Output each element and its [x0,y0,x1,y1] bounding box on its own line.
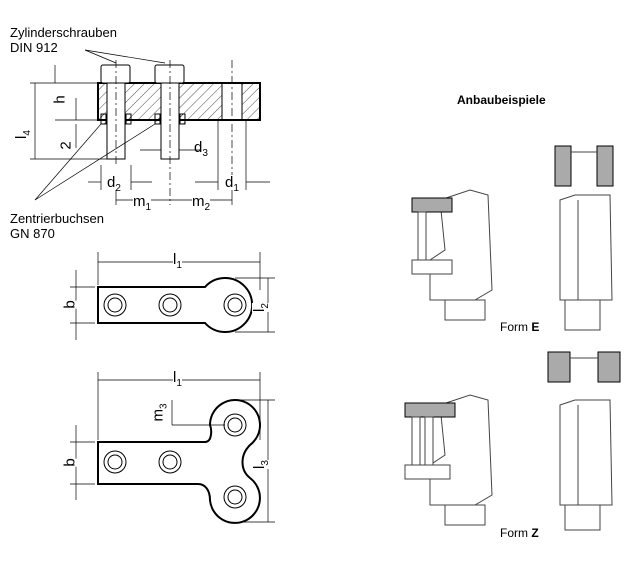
dim-l3: l3 [250,460,273,469]
example-form-z-clamp-1 [404,394,493,526]
screw-1 [100,60,132,165]
dim-d1: d1 [225,174,239,194]
dim-d3: d3 [194,139,208,159]
section-view [30,49,270,205]
bushing-standard-label: GN 870 [10,226,55,241]
dim-d2: d2 [107,174,121,194]
screw-label: Zylinderschrauben [10,25,117,40]
dim-b-form-e: b [61,300,79,309]
example-form-z-clamp-2 [547,351,621,531]
form-z-caption: Form Z [500,526,539,540]
dim-m1: m1 [133,193,152,215]
screw-standard-label: DIN 912 [10,40,58,55]
dim-l2: l2 [250,303,273,312]
dim-l4: l4 [12,130,33,139]
form-e-caption: Form E [500,320,540,334]
dim-m3: m3 [149,403,170,422]
example-form-e-clamp-1 [411,189,493,321]
example-form-e-clamp-2 [554,145,614,331]
examples-title: Anbaubeispiele [457,93,546,107]
dim-m2: m2 [192,193,211,215]
screw-2 [154,60,186,205]
dim-l1-form-e: l1 [173,251,182,273]
form-z-plan-view [70,372,275,524]
bushing-label: Zentrierbuchsen [10,211,104,226]
dim-b-form-z: b [61,458,79,467]
dim-h: h [51,95,69,104]
dim-2: 2 [57,141,75,150]
dim-l1-form-z: l1 [173,369,182,391]
